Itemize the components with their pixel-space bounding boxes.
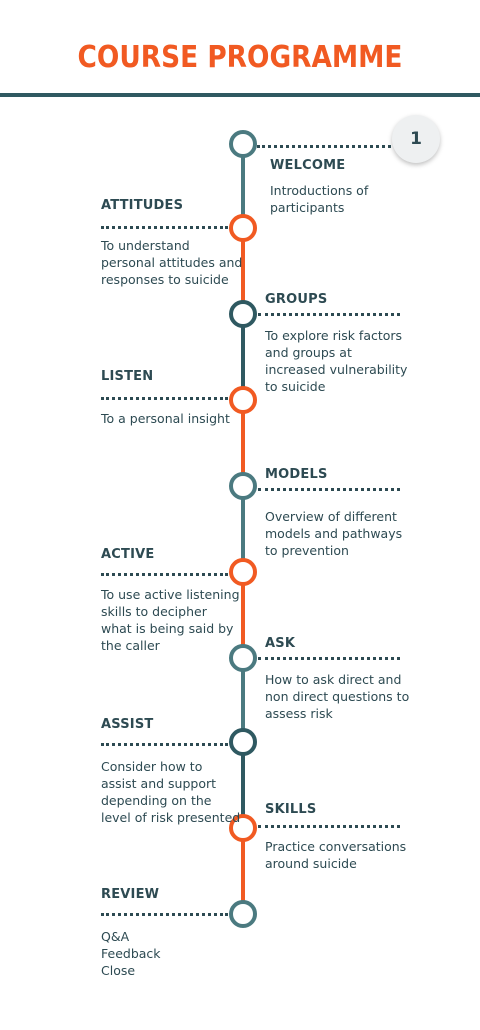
- timeline-node-review: [229, 900, 257, 928]
- step-number-badge: 1: [392, 115, 440, 163]
- timeline-node-active: [229, 558, 257, 586]
- timeline-segment: [241, 218, 245, 314]
- timeline-node-groups: [229, 300, 257, 328]
- step-heading: GROUPS: [265, 292, 328, 307]
- step-connector: [101, 913, 228, 916]
- step-heading: SKILLS: [265, 802, 317, 817]
- step-heading: ACTIVE: [101, 547, 155, 562]
- step-description: To understand personal attitudes and res…: [101, 238, 243, 287]
- timeline-node-models: [229, 472, 257, 500]
- timeline-node-skills: [229, 814, 257, 842]
- step-connector: [258, 488, 400, 491]
- timeline-segment: [241, 146, 245, 218]
- timeline-segment: [241, 314, 245, 400]
- step-heading: MODELS: [265, 467, 328, 482]
- step-description: Introductions of participants: [270, 183, 369, 215]
- step-connector: [101, 226, 228, 229]
- step-description: How to ask direct and non direct questio…: [265, 672, 410, 721]
- step-connector: [101, 743, 228, 746]
- step-connector: [258, 657, 400, 660]
- timeline-node-welcome: [229, 130, 257, 158]
- title-divider: [0, 93, 480, 97]
- badge-connector: [257, 145, 391, 148]
- step-connector: [258, 825, 400, 828]
- step-heading: ATTITUDES: [101, 198, 184, 213]
- step-description: To a personal insight: [101, 411, 230, 426]
- timeline-segment: [241, 400, 245, 486]
- step-description: Practice conversations around suicide: [265, 839, 407, 871]
- step-connector: [101, 397, 228, 400]
- step-description: Consider how to assist and support depen…: [101, 759, 241, 825]
- step-heading: LISTEN: [101, 369, 154, 384]
- timeline-segment: [241, 486, 245, 572]
- timeline-node-attitudes: [229, 214, 257, 242]
- step-description: Q&A Feedback Close: [101, 929, 161, 978]
- step-heading: ASSIST: [101, 717, 154, 732]
- timeline-segment: [241, 742, 245, 828]
- step-heading: REVIEW: [101, 887, 160, 902]
- timeline-segment: [241, 658, 245, 742]
- step-description: Overview of different models and pathway…: [265, 509, 403, 558]
- step-connector: [258, 313, 400, 316]
- step-heading: ASK: [265, 636, 296, 651]
- timeline-node-ask: [229, 644, 257, 672]
- step-description: To explore risk factors and groups at in…: [265, 328, 408, 394]
- timeline-node-assist: [229, 728, 257, 756]
- timeline-segment: [241, 828, 245, 914]
- step-heading: WELCOME: [270, 158, 346, 173]
- timeline-node-listen: [229, 386, 257, 414]
- step-description: To use active listening skills to deciph…: [101, 587, 240, 653]
- timeline-segment: [241, 572, 245, 658]
- page-title: COURSE PROGRAMME: [77, 40, 403, 75]
- step-connector: [101, 573, 228, 576]
